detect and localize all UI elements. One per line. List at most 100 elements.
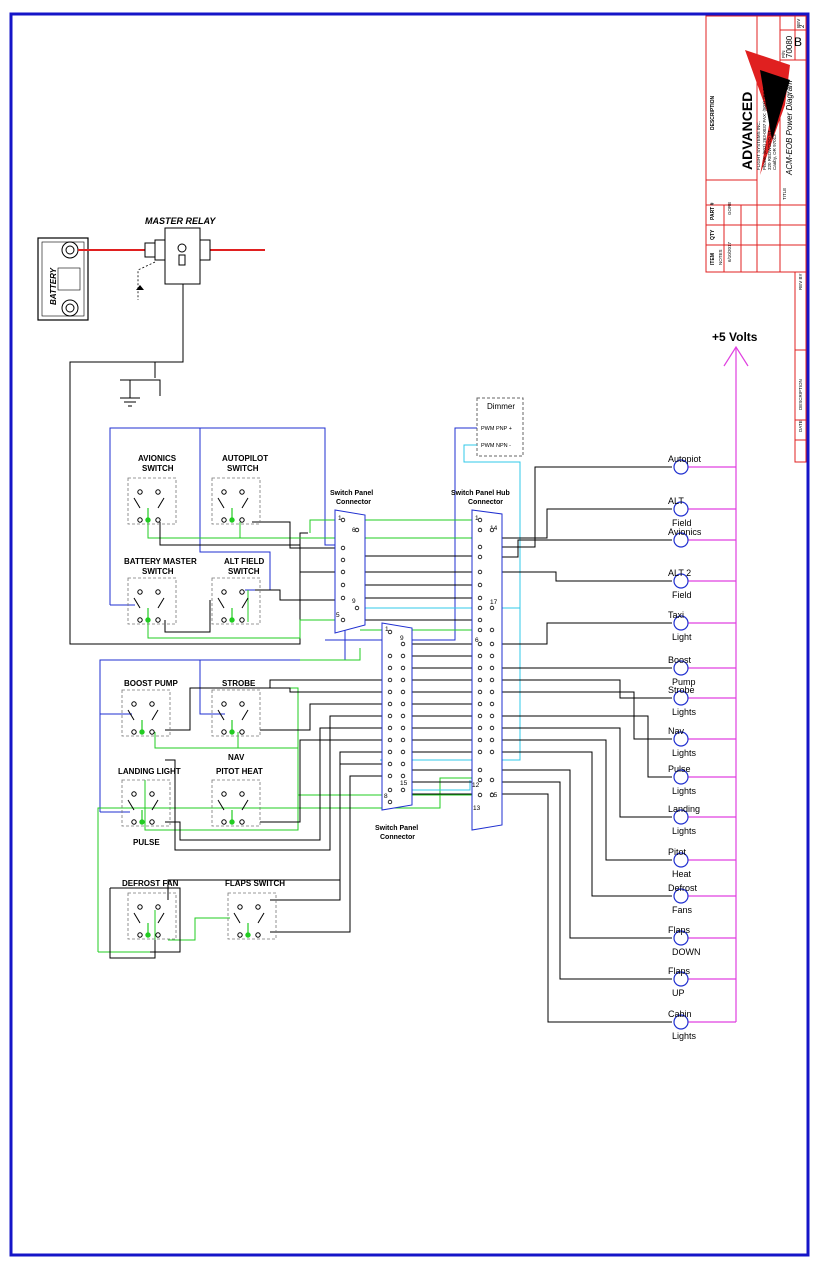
output-label-1: Flaps xyxy=(668,966,691,976)
lamp-icon xyxy=(673,459,689,475)
tb-company: ADVANCED xyxy=(739,92,755,170)
output-label-1: Taxi xyxy=(668,610,684,620)
pin-socket xyxy=(387,629,393,635)
tb-description: DESCRIPTION xyxy=(710,95,716,130)
battery-label: BATTERY xyxy=(49,267,58,305)
conn-bot-l1: Switch Panel xyxy=(375,825,418,832)
tb-notes: NOTES xyxy=(718,249,723,265)
pin-h6: 6 xyxy=(475,637,479,644)
pin-socket xyxy=(387,773,393,779)
pin-socket xyxy=(387,749,393,755)
pin-socket xyxy=(340,517,346,523)
pin-socket xyxy=(400,749,406,755)
boost-pump-label: BOOST PUMP xyxy=(124,679,178,688)
pin-socket xyxy=(477,701,483,707)
alt-field-label-2: SWITCH xyxy=(228,567,260,576)
pin-h17: 17 xyxy=(490,599,498,606)
pin-socket xyxy=(477,749,483,755)
pin-socket xyxy=(477,677,483,683)
tb-item: ITEM xyxy=(710,253,716,265)
pin-a1: 1 xyxy=(338,515,342,522)
pin-socket xyxy=(477,737,483,743)
dimmer: Dimmer PWM PNP + PWM NPN - xyxy=(476,397,524,457)
lamp-icon xyxy=(673,769,689,785)
output-label-1: Cabin xyxy=(668,1009,692,1019)
lamp-icon xyxy=(673,1014,689,1030)
tb-rev-label: REV xyxy=(796,19,801,28)
output-label-2: Lights xyxy=(672,707,697,717)
output-label-1: Flaps xyxy=(668,925,691,935)
landing-light-label: LANDING LIGHT xyxy=(118,767,181,776)
pin-socket xyxy=(340,595,346,601)
pin-socket xyxy=(387,713,393,719)
pin-h13: 13 xyxy=(473,805,481,812)
output-label-1: Avionics xyxy=(668,527,702,537)
pin-h14: 14 xyxy=(490,525,498,532)
conn-hub-l1: Switch Panel Hub xyxy=(451,490,510,497)
supply-label: +5 Volts xyxy=(712,330,758,344)
pin-socket xyxy=(489,713,495,719)
title-block-text: ITEM QTY PART # DESCRIPTION NOTES ADVANC… xyxy=(710,19,806,432)
pin-socket xyxy=(340,569,346,575)
avionics-label-1: AVIONICS xyxy=(138,454,177,463)
pin-socket xyxy=(477,777,483,783)
toggle-switch-icon xyxy=(211,689,261,737)
strobe-label: STROBE xyxy=(222,679,256,688)
pin-socket xyxy=(477,517,483,523)
pin-socket xyxy=(489,737,495,743)
battery-master-label-1: BATTERY MASTER xyxy=(124,557,197,566)
lamp-icon xyxy=(673,930,689,946)
tb-title: ACM-EOB Power Diagram xyxy=(785,80,794,176)
pin-b1: 1 xyxy=(385,626,389,633)
pin-socket xyxy=(387,737,393,743)
pin-socket xyxy=(400,665,406,671)
pin-socket xyxy=(400,653,406,659)
pin-socket xyxy=(489,725,495,731)
toggle-switch-icon xyxy=(211,577,261,625)
pin-socket xyxy=(387,689,393,695)
output-label-2: Light xyxy=(672,632,692,642)
pitot-heat-label: PITOT HEAT xyxy=(216,767,263,776)
lamp-icon xyxy=(673,660,689,676)
pin-socket xyxy=(477,713,483,719)
tb-rev-by: REV BY xyxy=(798,273,803,290)
pin-socket xyxy=(477,605,483,611)
pin-socket xyxy=(477,595,483,601)
pin-a6: 6 xyxy=(352,527,356,534)
pin-socket xyxy=(477,725,483,731)
pin-socket xyxy=(489,527,495,533)
pin-socket xyxy=(489,749,495,755)
tb-qty: QTY xyxy=(710,229,716,240)
output-label-2: Lights xyxy=(672,748,697,758)
output-label-1: Defrost xyxy=(668,883,698,893)
pin-socket xyxy=(400,701,406,707)
pin-socket xyxy=(489,677,495,683)
tb-desc-label: DESCRIPTION xyxy=(798,379,803,410)
flaps-switch-label: FLAPS SWITCH xyxy=(225,879,285,888)
avionics-label-2: SWITCH xyxy=(142,464,174,473)
pin-socket xyxy=(387,665,393,671)
pin-socket xyxy=(477,665,483,671)
pin-socket xyxy=(489,701,495,707)
autopilot-label-1: AUTOPILOT xyxy=(222,454,268,463)
pin-socket xyxy=(489,665,495,671)
lamp-icon xyxy=(673,573,689,589)
pin-socket xyxy=(477,627,483,633)
company-logo xyxy=(745,50,790,175)
pin-socket xyxy=(340,582,346,588)
toggle-switch-icon xyxy=(211,779,261,827)
toggle-switch-icon xyxy=(121,689,171,737)
pin-socket xyxy=(489,605,495,611)
pin-socket xyxy=(400,737,406,743)
pin-socket xyxy=(400,761,406,767)
pin-a9: 9 xyxy=(352,598,356,605)
output-label-1: Nav xyxy=(668,726,685,736)
dimmer-title: Dimmer xyxy=(487,402,515,411)
